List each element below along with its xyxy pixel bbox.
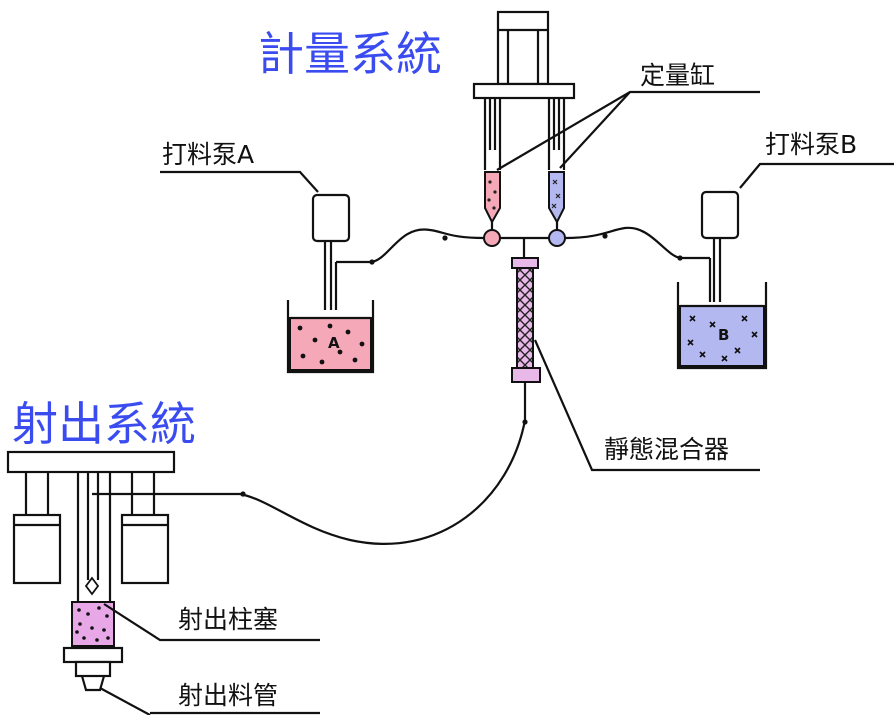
pump-a-assembly: A xyxy=(286,193,375,374)
pump-b-label: 打料泵B xyxy=(765,130,857,159)
injection-crossbar xyxy=(6,450,176,474)
drive-block xyxy=(496,10,550,86)
metering-system-title: 計量系統 xyxy=(258,27,442,81)
static-mixer xyxy=(511,257,541,420)
injection-tube-label: 射出料管 xyxy=(178,681,278,710)
pump-a-motor xyxy=(311,193,351,243)
metering-cylinder-a xyxy=(484,171,501,225)
pump-a-label: 打料泵A xyxy=(162,140,254,169)
metering-cylinder-assembly xyxy=(472,10,576,247)
injection-nozzle xyxy=(74,660,112,678)
valve-b xyxy=(548,229,566,247)
tank-b-letter: B xyxy=(718,326,729,344)
injection-assembly xyxy=(6,450,176,692)
static-mixer-label: 靜態混合器 xyxy=(604,435,729,464)
injection-plunger-label: 射出柱塞 xyxy=(178,605,278,634)
injection-nozzle-block xyxy=(62,646,124,664)
injection-right-cylinder xyxy=(120,513,170,585)
metering-cylinder-label: 定量缸 xyxy=(640,61,715,90)
valve-a xyxy=(483,229,501,247)
injection-left-cylinder xyxy=(12,513,62,585)
pump-b-assembly: B xyxy=(676,190,768,370)
tank-a-letter: A xyxy=(328,334,340,352)
pump-b-motor xyxy=(700,190,740,240)
injection-system-title: 射出系統 xyxy=(12,397,196,451)
metering-crossbar xyxy=(472,82,576,100)
